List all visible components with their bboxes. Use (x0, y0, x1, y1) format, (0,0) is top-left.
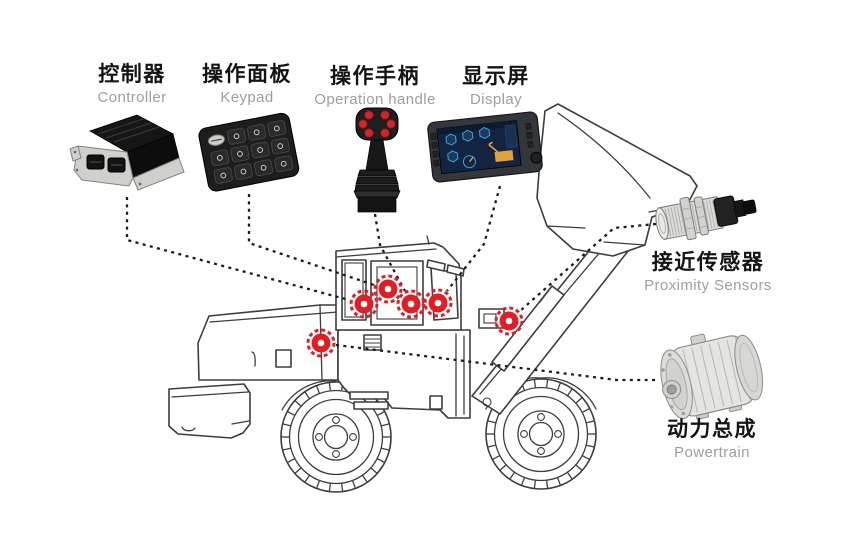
display-image (427, 111, 543, 183)
marker-keypad (373, 274, 403, 304)
proximity-sensors-label-zh: 接近传感器 (651, 251, 765, 274)
mid-frame (337, 329, 471, 419)
marker-proximity-sensors (494, 306, 524, 336)
wheel-loader-illustration (168, 103, 698, 493)
display-label: 显示屏 Display (421, 65, 571, 108)
marker-powertrain (306, 328, 336, 358)
powertrain-label-en: Powertrain (674, 444, 750, 462)
connector-lines (125, 185, 657, 382)
proximity-sensor-image (655, 195, 757, 241)
marker-operation-handle (396, 289, 426, 319)
operation-handle-label-en: Operation handle (314, 91, 436, 109)
joystick-buttons (358, 110, 396, 138)
controller-label-en: Controller (97, 89, 167, 107)
controller-label-zh: 控制器 (98, 63, 166, 86)
display-label-zh: 显示屏 (462, 65, 530, 88)
proximity-sensors-label-en: Proximity Sensors (644, 277, 772, 295)
operation-handle-label: 操作手柄 Operation handle (290, 65, 460, 108)
marker-controller (349, 289, 379, 319)
keypad-label-en: Keypad (220, 89, 274, 107)
connector-line-keypad (247, 194, 375, 287)
keypad-label: 操作面板 Keypad (172, 63, 322, 106)
connector-line-controller (125, 197, 350, 302)
connector-line-display (446, 185, 502, 292)
controller-image (69, 114, 185, 191)
counterweight (168, 383, 251, 439)
display-label-en: Display (470, 91, 522, 109)
marker-display (423, 288, 453, 318)
keypad-label-zh: 操作面板 (202, 63, 292, 86)
joystick-image (353, 107, 401, 213)
controller-label: 控制器 Controller (57, 63, 207, 106)
front-fender-right (540, 377, 597, 410)
powertrain-label-zh: 动力总成 (667, 418, 757, 441)
connector-line-powertrain (335, 343, 656, 382)
operation-handle-label-zh: 操作手柄 (330, 65, 420, 88)
location-markers (306, 274, 524, 358)
proximity-sensors-label: 接近传感器 Proximity Sensors (623, 251, 793, 294)
rear-fender (281, 380, 337, 411)
engine-hood (197, 304, 339, 381)
keypad-image (198, 112, 300, 192)
powertrain-label: 动力总成 Powertrain (627, 418, 797, 461)
connector-line-operation-handle (373, 213, 407, 292)
powertrain-image (660, 333, 764, 420)
